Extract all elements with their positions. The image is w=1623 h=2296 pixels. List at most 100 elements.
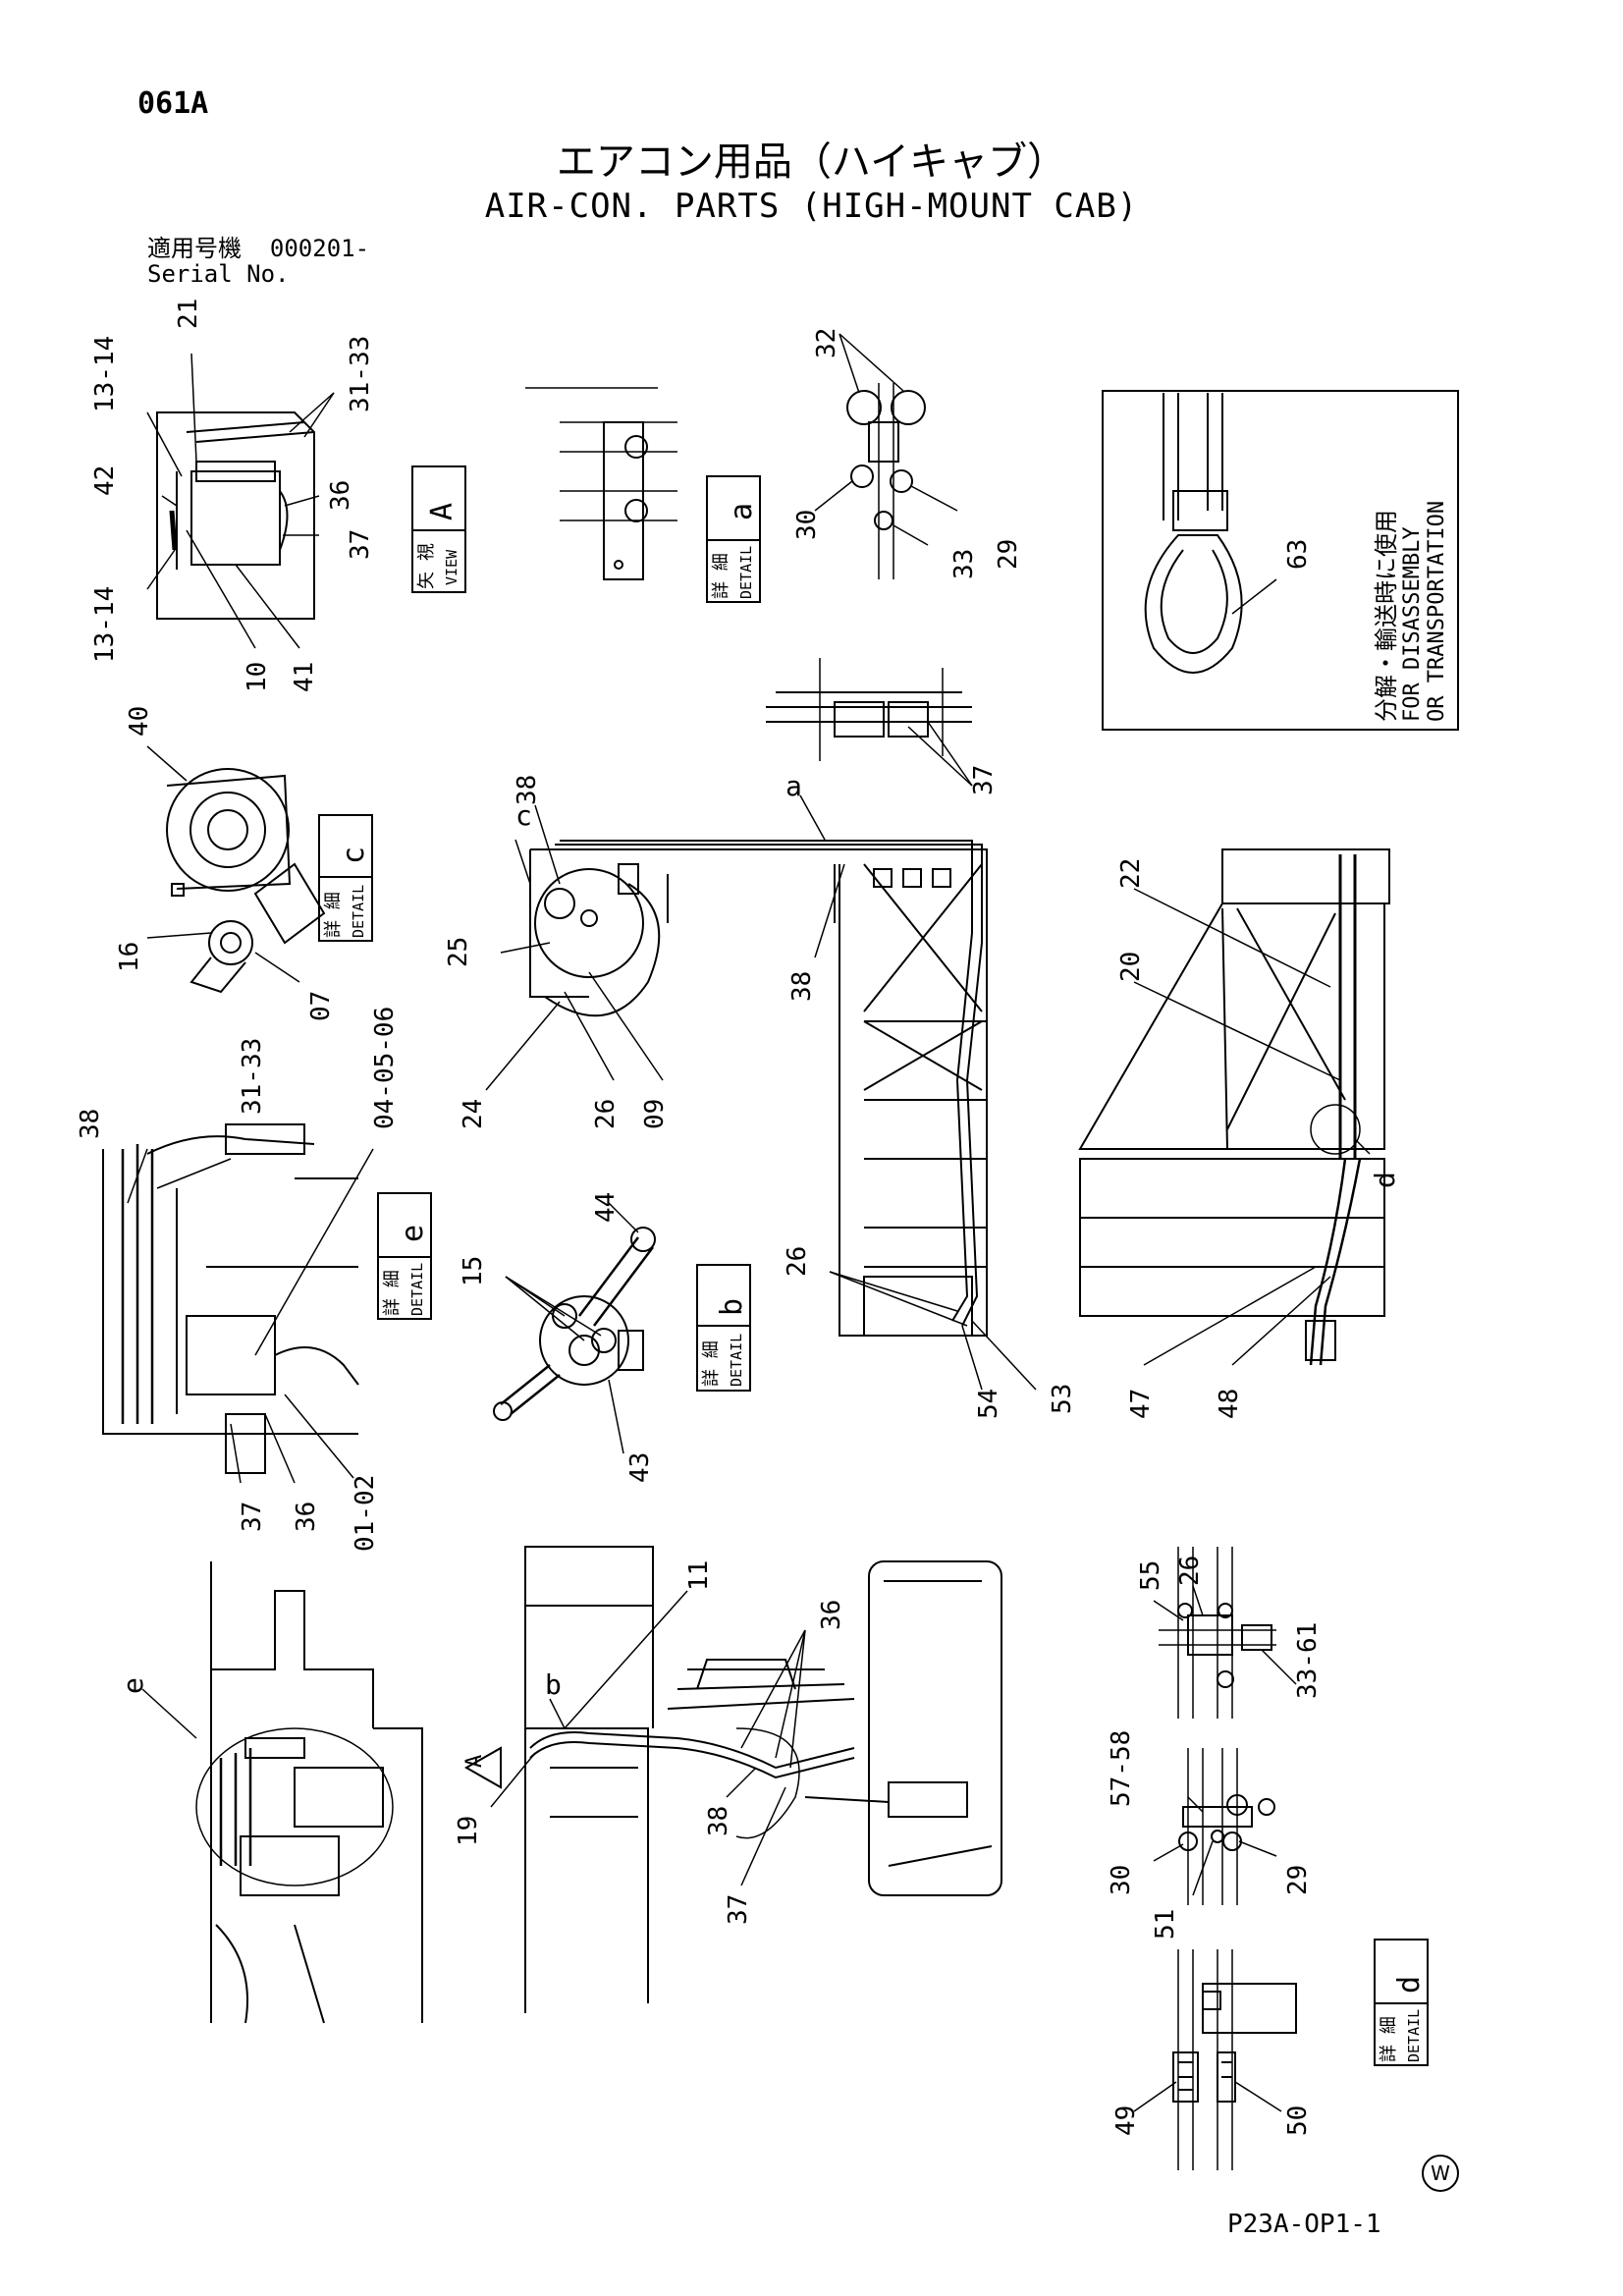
callout-10: 10 xyxy=(243,662,272,692)
detail-b-letter: b xyxy=(715,1298,749,1316)
clamp-detail-57 xyxy=(1153,1748,1277,1905)
callout-37-c: 37 xyxy=(238,1502,267,1532)
detail-b-label-box: 詳 細 DETAIL b xyxy=(696,1264,751,1392)
callout-25: 25 xyxy=(444,937,473,967)
detail-a-jp: 詳 細 xyxy=(711,553,731,599)
callout-36-b: 36 xyxy=(292,1502,321,1532)
detail-d-en: DETAIL xyxy=(1405,2009,1423,2062)
callout-41: 41 xyxy=(290,662,319,692)
detail-a-label-box: 詳 細 DETAIL a xyxy=(706,475,761,603)
detail-b-en: DETAIL xyxy=(728,1334,745,1387)
callout-11: 11 xyxy=(684,1560,714,1591)
serial-label-jp: 適用号機 xyxy=(147,235,242,262)
callout-57-58: 57-58 xyxy=(1107,1730,1136,1807)
view-a-drawing xyxy=(146,353,335,649)
note-en-line1: FOR DISASSEMBLY xyxy=(1400,526,1425,722)
callout-29-a: 29 xyxy=(994,539,1023,570)
detail-e-en: DETAIL xyxy=(408,1263,426,1316)
hose-fitting-drawing xyxy=(829,1271,1037,1391)
detail-c-label-box: 詳 細 DETAIL c xyxy=(318,814,373,942)
callout-20: 20 xyxy=(1116,952,1146,982)
note-jp: 分解・輸送時に使用 xyxy=(1373,510,1400,722)
detail-a-en: DETAIL xyxy=(737,546,755,599)
serial-label-en: Serial No. xyxy=(147,260,290,288)
callout-50: 50 xyxy=(1283,2105,1313,2136)
detail-a-letter: a xyxy=(725,503,759,520)
detail-d-jp: 詳 細 xyxy=(1379,2016,1399,2062)
callout-16: 16 xyxy=(115,942,144,972)
callout-43: 43 xyxy=(625,1452,655,1483)
callout-54: 54 xyxy=(974,1389,1003,1419)
callout-26-b: 26 xyxy=(783,1246,812,1277)
callout-13-14-bottom: 13-14 xyxy=(90,586,120,663)
callout-38-a: 38 xyxy=(513,775,542,805)
detail-c-jp: 詳 細 xyxy=(323,892,344,938)
callout-19: 19 xyxy=(454,1816,483,1846)
callout-48: 48 xyxy=(1215,1389,1244,1419)
clamp-detail-55 xyxy=(1153,1547,1297,1719)
callout-c: c xyxy=(515,799,532,832)
detail-e-label-box: 詳 細 DETAIL e xyxy=(377,1192,432,1320)
title-japanese: エアコン用品（ハイキャブ） xyxy=(556,139,1067,185)
detail-d-label-box: 詳 細 DETAIL d xyxy=(1374,1939,1429,2066)
detail-e-drawing xyxy=(102,1123,374,1484)
callout-44: 44 xyxy=(591,1192,621,1223)
callout-36-c: 36 xyxy=(817,1600,846,1630)
callout-42: 42 xyxy=(90,465,120,496)
detail-e-jp: 詳 細 xyxy=(382,1270,403,1316)
view-a-en: VIEW xyxy=(443,549,460,585)
page-code: 061A xyxy=(137,86,209,121)
detail-c-drawing xyxy=(146,745,326,994)
callout-26-a: 26 xyxy=(591,1099,621,1129)
note-en-line2: OR TRANSPORTATION xyxy=(1425,501,1449,722)
callout-24: 24 xyxy=(459,1099,488,1129)
callout-26-c: 26 xyxy=(1175,1556,1205,1586)
serial-block: 適用号機 000201- Serial No. xyxy=(147,236,369,287)
view-a-label-box: 矢 視 VIEW A xyxy=(411,465,466,593)
callout-32: 32 xyxy=(812,328,841,358)
callout-51: 51 xyxy=(1151,1909,1180,1940)
callout-38-d: 38 xyxy=(704,1806,733,1836)
detail-d-letter: d xyxy=(1392,1976,1427,1994)
callout-e: e xyxy=(117,1677,149,1694)
callout-04-05-06: 04-05-06 xyxy=(370,1007,400,1129)
callout-47: 47 xyxy=(1126,1389,1156,1419)
callout-09: 09 xyxy=(640,1099,670,1129)
side-elevation-drawing xyxy=(141,1561,423,2024)
callout-49: 49 xyxy=(1111,2105,1141,2136)
detail-a-drawing xyxy=(525,387,677,580)
drawing-number: P23A-OP1-1 xyxy=(1227,2210,1381,2239)
callout-d: d xyxy=(1369,1172,1401,1188)
callout-13-14-top: 13-14 xyxy=(90,336,120,412)
pipe-clamp-drawing xyxy=(814,333,958,579)
detail-e-letter: e xyxy=(396,1225,430,1242)
callout-53: 53 xyxy=(1048,1384,1077,1414)
callout-15: 15 xyxy=(459,1256,488,1286)
callout-37-a: 37 xyxy=(346,529,375,560)
callout-29-b: 29 xyxy=(1283,1865,1313,1895)
callout-a: a xyxy=(785,770,802,802)
callout-22: 22 xyxy=(1116,858,1146,889)
callout-33-61: 33-61 xyxy=(1293,1622,1323,1699)
hose-clamp-drawing xyxy=(766,658,973,787)
callout-01-02: 01-02 xyxy=(351,1475,380,1552)
callout-31-33-top: 31-33 xyxy=(346,336,375,412)
view-a-jp: 矢 視 xyxy=(416,543,437,589)
callout-40: 40 xyxy=(125,706,154,737)
detail-b-drawing xyxy=(493,1202,656,1454)
title-english: AIR-CON. PARTS (HIGH-MOUNT CAB) xyxy=(484,187,1139,226)
detail-c-en: DETAIL xyxy=(350,885,367,938)
serial-value: 000201- xyxy=(269,235,370,262)
callout-21: 21 xyxy=(174,299,203,329)
callout-07: 07 xyxy=(306,991,336,1021)
main-plan-view xyxy=(485,794,988,1337)
callout-b: b xyxy=(545,1668,562,1701)
callout-A: A xyxy=(462,1755,487,1768)
view-a-letter: A xyxy=(425,503,460,520)
callout-31-33-mid: 31-33 xyxy=(238,1038,267,1115)
callout-30-b: 30 xyxy=(1107,1865,1136,1895)
watermark-mark: W xyxy=(1422,2155,1459,2192)
front-elevation-drawing xyxy=(463,1546,1002,2013)
callout-37-d: 37 xyxy=(724,1894,753,1925)
